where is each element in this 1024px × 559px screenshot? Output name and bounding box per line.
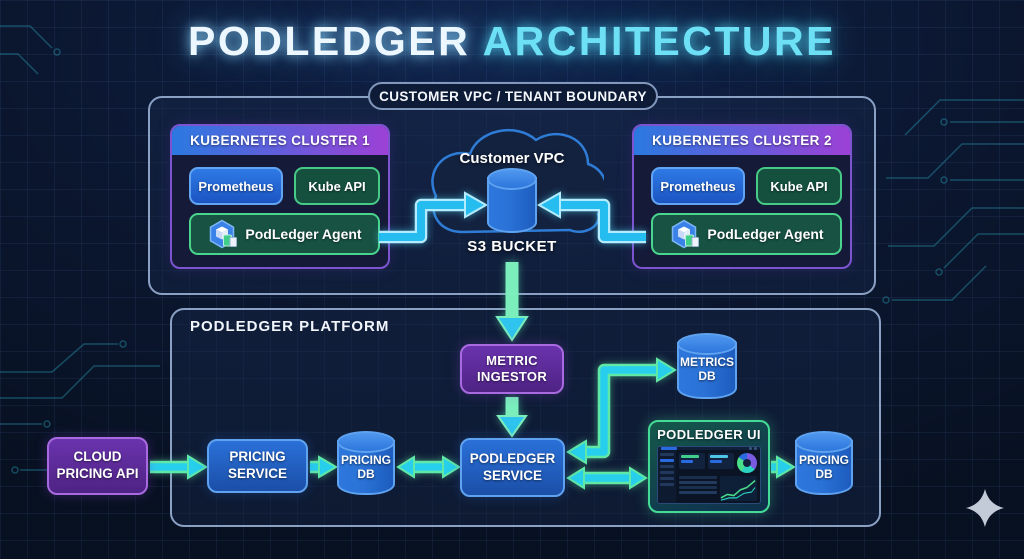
- kube-api-node: Kube API: [756, 167, 842, 205]
- podledger-ui-node: PODLEDGER UI: [648, 420, 770, 513]
- kubernetes-cluster-2-header: KUBERNETES CLUSTER 2: [634, 126, 850, 155]
- page-title: PODLEDGER ARCHITECTURE: [0, 18, 1024, 65]
- dashboard-topbar: [658, 447, 760, 450]
- customer-vpc-label: Customer VPC: [459, 150, 565, 167]
- pricing-service-node: PRICING SERVICE: [207, 439, 308, 493]
- cloud-pricing-api-node: CLOUD PRICING API: [47, 437, 148, 495]
- s3-bucket-cylinder: [487, 168, 537, 233]
- kubernetes-cluster-1-header: KUBERNETES CLUSTER 1: [172, 126, 388, 155]
- podledger-agent-label: PodLedger Agent: [707, 226, 824, 242]
- podledger-agent-icon: [672, 219, 700, 249]
- page-title-accent: ARCHITECTURE: [482, 18, 836, 64]
- dashboard-table: [679, 476, 717, 501]
- metrics-db-cylinder: METRICS DB: [677, 333, 737, 399]
- dashboard-sidebar: [658, 450, 676, 503]
- kubernetes-cluster-1: KUBERNETES CLUSTER 1 Prometheus Kube API…: [170, 124, 390, 269]
- podledger-service-node: PODLEDGER SERVICE: [460, 438, 565, 497]
- s3-bucket-label: S3 BUCKET: [467, 238, 557, 255]
- podledger-platform-label: PODLEDGER PLATFORM: [190, 318, 390, 335]
- pricing-db-right-label: PRICING DB: [798, 453, 849, 482]
- metric-ingestor-node: METRIC INGESTOR: [460, 344, 564, 394]
- podledger-ui-dashboard-preview: [657, 446, 761, 504]
- kube-api-node: Kube API: [294, 167, 380, 205]
- page-title-primary: PODLEDGER: [187, 18, 471, 64]
- kubernetes-cluster-2: KUBERNETES CLUSTER 2 Prometheus Kube API…: [632, 124, 852, 269]
- dashboard-stat-card: [708, 453, 734, 469]
- podledger-agent-node: PodLedger Agent: [189, 213, 380, 255]
- podledger-agent-node: PodLedger Agent: [651, 213, 842, 255]
- prometheus-node: Prometheus: [189, 167, 283, 205]
- pricing-db-right-cylinder: PRICING DB: [795, 431, 853, 495]
- prometheus-node: Prometheus: [651, 167, 745, 205]
- dashboard-stat-card: [679, 453, 705, 469]
- sparkle-icon: [966, 489, 1004, 527]
- pricing-db-left-label: PRICING DB: [340, 453, 391, 482]
- dashboard-pie-chart: [737, 453, 757, 473]
- dashboard-window-icons: [749, 447, 757, 450]
- dashboard-line-chart: [720, 476, 757, 502]
- podledger-ui-label: PODLEDGER UI: [657, 427, 761, 442]
- podledger-agent-label: PodLedger Agent: [245, 226, 362, 242]
- dashboard-logo: [661, 447, 677, 450]
- metrics-db-label: METRICS DB: [680, 355, 734, 384]
- podledger-agent-icon: [210, 219, 238, 249]
- tenant-boundary-label: CUSTOMER VPC / TENANT BOUNDARY: [368, 82, 658, 110]
- pricing-db-left-cylinder: PRICING DB: [337, 431, 395, 495]
